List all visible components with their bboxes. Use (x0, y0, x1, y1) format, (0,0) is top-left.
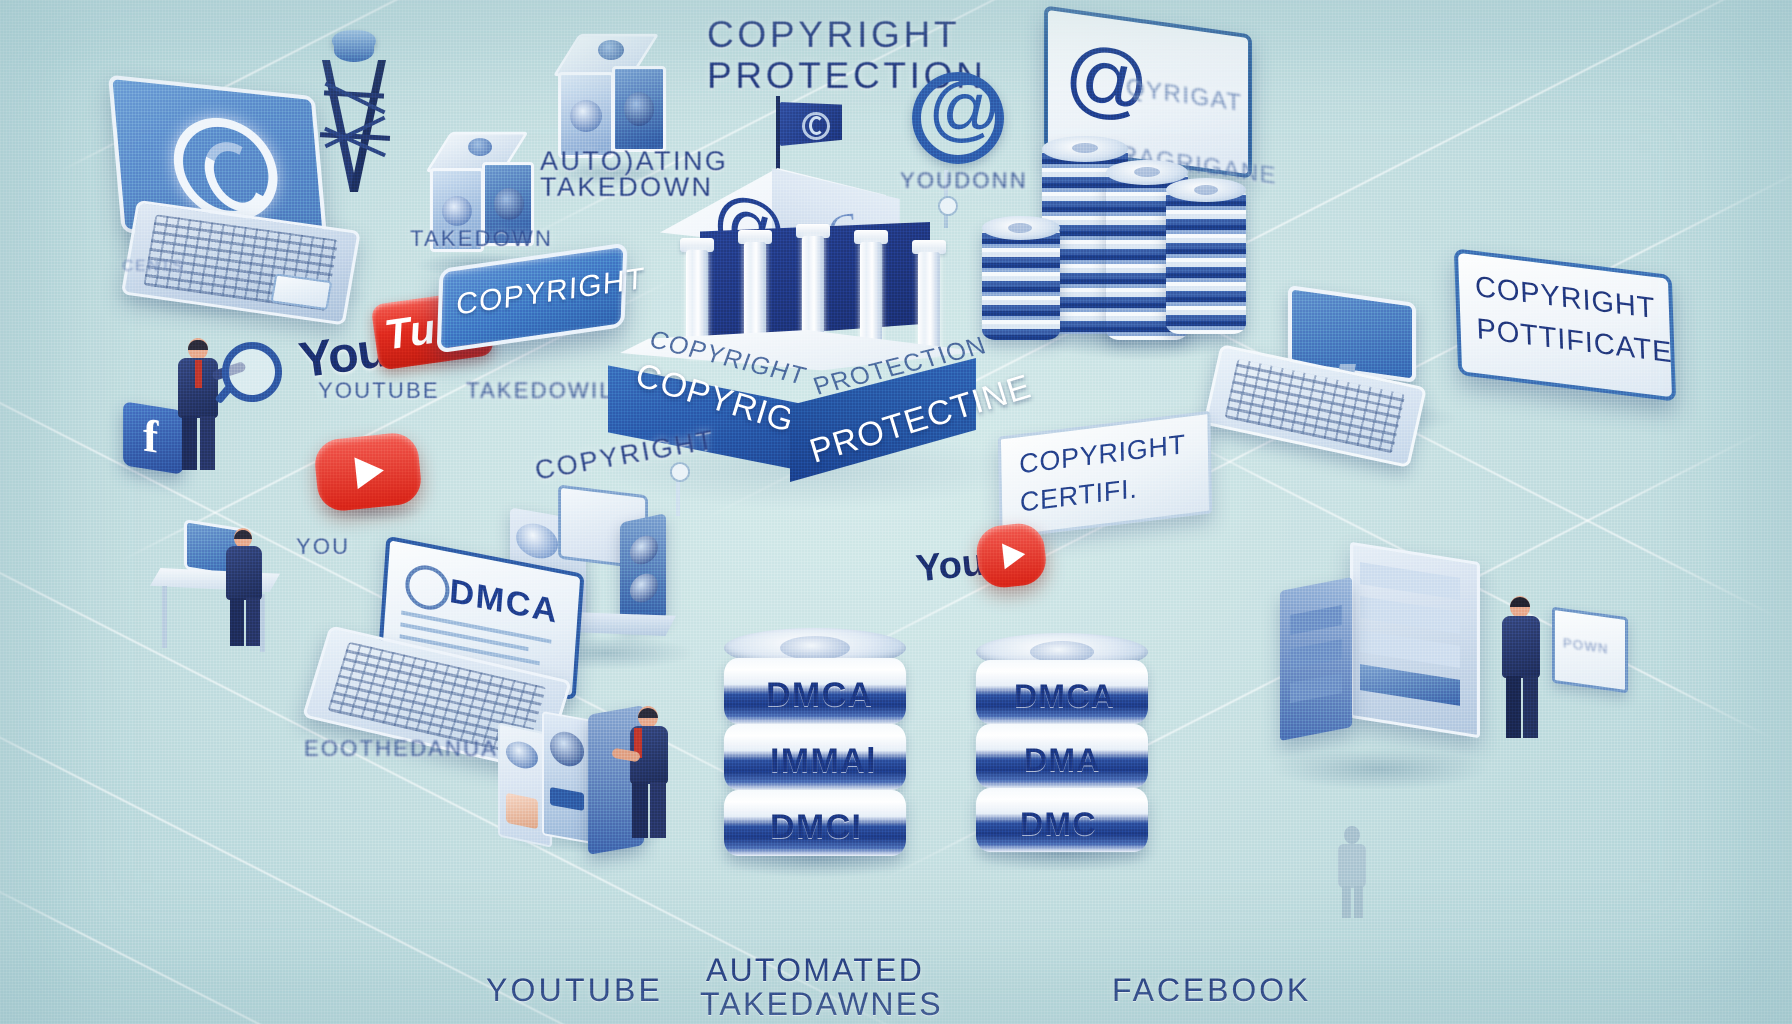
bottom-caption-takedawnes: TAKEDAWNES (700, 986, 943, 1022)
desk-workstation-left (150, 519, 290, 660)
dmca-laptop-caption: EOOTHEDANUA (304, 736, 499, 761)
ghost-person (1332, 826, 1372, 918)
broadcast-tower-icon (306, 30, 396, 195)
dmca-drum2-band3: DMC (1020, 806, 1097, 842)
station-pin (676, 470, 680, 516)
temple-columns (676, 216, 966, 366)
dmca-drum1-band2: IMMAl (770, 742, 877, 780)
caption-youtube-top: YOUTUBE (318, 378, 440, 403)
right-note-text: POWN (1563, 635, 1609, 657)
sign-certifi-line2: CERTIFI. (1019, 473, 1138, 518)
media-cube-automating (552, 32, 672, 164)
person-right (1494, 596, 1554, 746)
bottom-caption-certifres: CERTIFRES (724, 1020, 925, 1024)
youtube-play-button[interactable] (312, 430, 424, 514)
headline-line-1: COPYRIGHT (707, 14, 961, 55)
at-symbol-knob (938, 196, 958, 216)
station-pin-knob (670, 462, 690, 482)
label-automating: AUTO)ATING (540, 146, 729, 176)
right-note-panel[interactable]: POWN (1552, 606, 1628, 694)
sign-certifi-line1: COPYRIGHT (1019, 428, 1187, 480)
dmca-drum2-band2: DMA (1024, 742, 1101, 778)
sign-copyright-blue-text: COPYRIGHT (455, 261, 646, 322)
at-symbol-standalone: @ (912, 69, 1004, 164)
bottom-caption-automated: AUTOMATED (706, 952, 925, 988)
bottom-caption-youtube: YOUTUBE (486, 972, 664, 1008)
label-takedown: TAKEDOWN (410, 226, 554, 251)
label-automating-line2: TAKEDOWN (540, 172, 714, 202)
data-stack-d (982, 216, 1060, 340)
dmca-drum-1: DMCA IMMAl DMCI (724, 628, 906, 858)
person-with-magnifier (166, 338, 282, 470)
label-youdonn: YOUDONN (900, 168, 1028, 193)
storefront-building (1280, 541, 1500, 772)
media-cube-takedown (424, 130, 540, 258)
kiosk-with-operator (498, 700, 678, 860)
laptop-edge-text: CENTS (122, 258, 185, 275)
dmca-drum1-band3: DMCI (770, 808, 863, 846)
data-stack-c (1166, 178, 1246, 334)
caption-takedowil: TAKEDOWIL (466, 378, 614, 403)
bottom-caption-facebook: FACEBOOK (1112, 972, 1312, 1008)
temple-flag (776, 96, 846, 186)
youtube-small-logo[interactable]: You (913, 521, 1049, 607)
facebook-f-letter: f (143, 409, 159, 463)
magnifier-icon (222, 342, 282, 402)
storefront-shadow (1270, 748, 1490, 790)
dmca-drum1-band1: DMCA (766, 676, 874, 714)
dmca-drum2-band1: DMCA (1014, 678, 1116, 714)
label-you: YOU (296, 534, 351, 559)
at-symbol-glyph: @ (928, 69, 1002, 149)
dmca-drum-2: DMCA DMA DMC (976, 633, 1148, 854)
cube-shadow-b (548, 160, 678, 186)
